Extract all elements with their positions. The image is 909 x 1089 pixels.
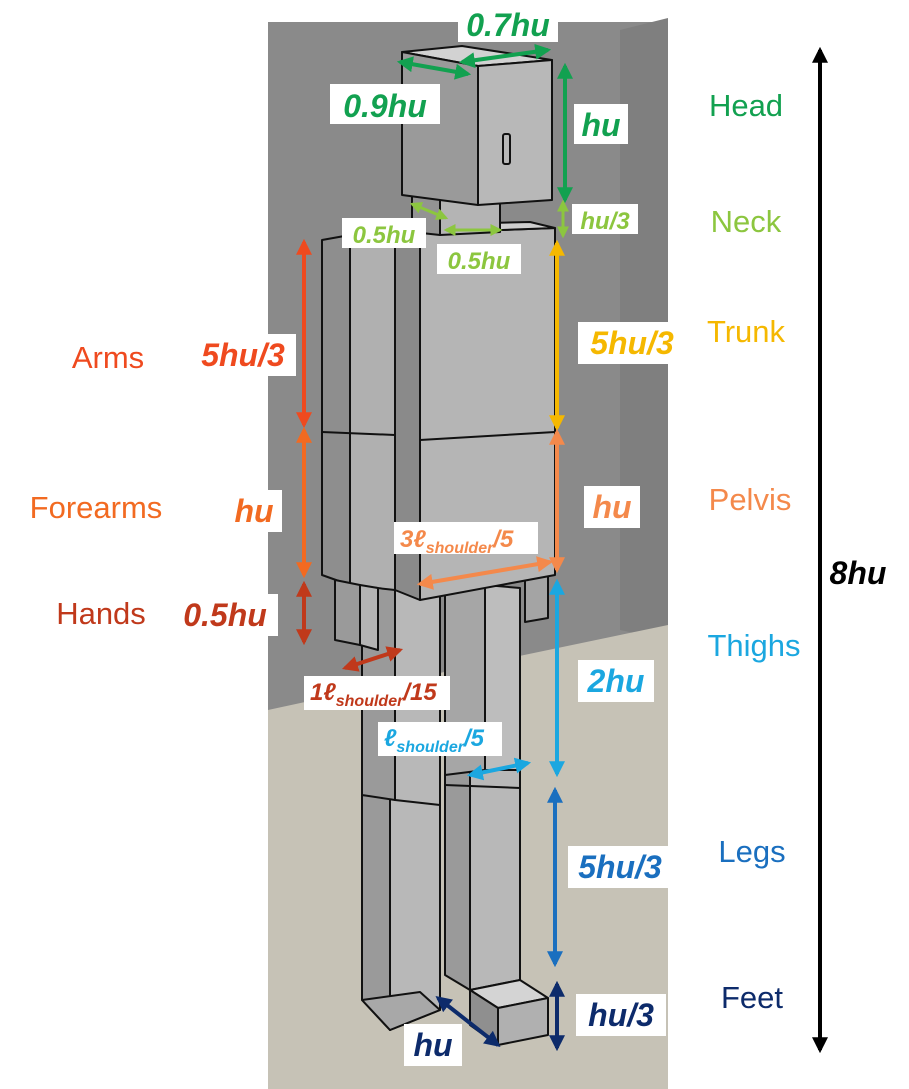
label-thighs: Thighs xyxy=(707,628,800,663)
feet-height-value: hu/3 xyxy=(588,997,654,1033)
hand-width-value: 1ℓshoulder/15 xyxy=(310,679,437,710)
head-height-value: hu xyxy=(581,107,620,143)
thighs-length-value: 2hu xyxy=(587,663,645,699)
thigh-width-arrow xyxy=(466,757,532,781)
label-trunk: Trunk xyxy=(707,314,786,349)
dimension-arrows xyxy=(296,43,828,1054)
head-width-arrow xyxy=(458,43,552,69)
head-block xyxy=(401,45,553,206)
dimension-values: 0.7hu 0.9hu hu hu/3 0.5hu 0.5hu 5hu/3 5h… xyxy=(172,6,886,1066)
hand-right xyxy=(524,574,549,623)
pelvis-height-value: hu xyxy=(592,489,631,525)
neck-width-b-value: 0.5hu xyxy=(448,248,511,275)
arms-length-value: 5hu/3 xyxy=(201,337,285,373)
legs-length-value: 5hu/3 xyxy=(578,849,662,885)
right-leg xyxy=(444,764,521,991)
label-neck: Neck xyxy=(711,204,782,239)
label-feet: Feet xyxy=(721,980,783,1015)
total-height-value: 8hu xyxy=(830,555,887,591)
hand-width-arrow xyxy=(341,646,404,672)
feet-length-arrow xyxy=(435,996,501,1047)
head-width-value: 0.9hu xyxy=(343,88,427,124)
label-legs: Legs xyxy=(718,834,785,869)
head-depth-arrow xyxy=(396,56,472,80)
neck-depth-arrow xyxy=(409,202,449,220)
feet-length-value: hu xyxy=(413,1027,452,1063)
label-head: Head xyxy=(709,88,783,123)
label-pelvis: Pelvis xyxy=(709,482,792,517)
pelvis-width-arrow xyxy=(416,556,554,590)
trunk-height-value: 5hu/3 xyxy=(590,325,674,361)
hand-left xyxy=(334,579,379,651)
hands-length-value: 0.5hu xyxy=(183,597,267,633)
pelvis-width-value: 3ℓshoulder/5 xyxy=(400,526,514,557)
body-part-labels: Head Neck Trunk Pelvis Thighs Legs Feet … xyxy=(30,88,801,1015)
label-arms: Arms xyxy=(72,340,144,375)
arm-left xyxy=(321,234,396,591)
neck-height-value: hu/3 xyxy=(580,208,630,235)
neck-width-a-value: 0.5hu xyxy=(353,222,416,249)
label-forearms: Forearms xyxy=(30,490,163,525)
forearms-length-value: hu xyxy=(234,493,273,529)
label-hands: Hands xyxy=(56,596,146,631)
thigh-width-value: ℓshoulder/5 xyxy=(384,725,485,756)
head-depth-value: 0.7hu xyxy=(466,7,550,43)
